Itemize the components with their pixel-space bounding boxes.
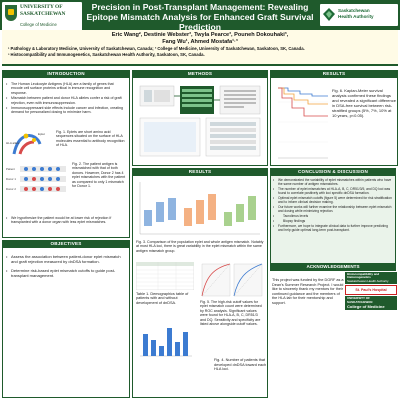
affiliation-line1: ¹ Pathology & Laboratory Medicine, Unive… <box>8 46 305 51</box>
fig1-label-hla: HLA allele <box>6 141 20 145</box>
results-right-header: RESULTS <box>270 70 398 78</box>
acknowledgement-logos: Histocompatibility and Immunogenetics Sa… <box>345 272 397 310</box>
fig2-eplet-comparison <box>6 164 68 194</box>
fig2-row-donor2 <box>20 186 66 192</box>
methods-flowchart <box>136 82 264 162</box>
conclusion-sub-bullet: Biopsy findings <box>273 219 393 223</box>
usask-shield-icon <box>5 5 17 21</box>
table1-caption: Table 1. Demographics table of patients … <box>136 292 189 305</box>
poster-title: Precision in Post-Transplant Management:… <box>86 2 314 32</box>
st-pauls-logo: St. Paul's Hospital <box>345 285 397 295</box>
fig4-caption: Fig. 4. Number of patients that develope… <box>214 358 267 372</box>
fig2-label-donor2: Donor 2 <box>6 187 16 191</box>
objective-bullet: Assess the association between patient-d… <box>6 254 126 264</box>
sha-logo-line1: Saskatchewan <box>338 8 370 13</box>
fig2-row-labels: Patient Donor 1 Donor 2 <box>6 164 16 194</box>
conclusion-bullet: Furthermore, we hope to integrate clinic… <box>273 224 393 232</box>
objective-bullet: Determine risk-based eplet mismatch cuto… <box>6 268 126 278</box>
fig2-label-patient: Patient <box>6 167 15 171</box>
conclusion-bullet: The number of eplet mismatches at HLA-A,… <box>273 187 393 195</box>
objectives-panel <box>2 240 130 398</box>
fig1-caption: Fig. 1. Eplets are short amino acid sequ… <box>56 130 125 148</box>
sha-logo-icon <box>323 8 335 21</box>
affiliation-line2: ³ Histocompatibility and Immunogenetics,… <box>8 52 205 57</box>
sha-logo-text: Saskatchewan Health Authority <box>338 8 374 20</box>
college-logo-name: College of Medicine <box>347 303 385 309</box>
fig1-hla-molecule <box>6 128 52 156</box>
author-line1: Eric Wang², Destinie Webster³, Twyla Pea… <box>111 32 289 38</box>
objectives-bullets: Assess the association between patient-d… <box>6 254 126 279</box>
fig2-row-donor1 <box>20 176 66 182</box>
fig2-label-donor1: Donor 1 <box>6 177 16 181</box>
introduction-header: INTRODUCTION <box>2 70 130 78</box>
conclusion-bullet: Our future works will further examine th… <box>273 205 393 213</box>
acknowledgements-text: This project was funded by the DGRF as a… <box>272 278 344 305</box>
college-logo-sub: UNIVERSITY OF SASKATCHEWAN <box>347 296 373 304</box>
hypothesis-text: We hypothesize the patient would be at l… <box>6 216 126 225</box>
authors-panel: Eric Wang², Destinie Webster³, Twyla Pea… <box>2 30 398 66</box>
intro-bullet: The Human Leukocyte Antigens (HLA) are a… <box>6 82 126 95</box>
hla-lab-logo: Histocompatibility and Immunogenetics Sa… <box>345 272 397 284</box>
sha-logo: Saskatchewan Health Authority <box>320 4 398 26</box>
affiliations: ¹ Pathology & Laboratory Medicine, Unive… <box>8 46 305 58</box>
sha-logo-line2: Health Authority <box>338 14 374 19</box>
fig6-kaplan-meier <box>274 82 330 162</box>
usask-logo-line3: College of Medicine <box>20 22 57 27</box>
conclusion-sub-bullet: Tacrolimus levels <box>273 214 393 218</box>
intro-bullet: Mismatch between patient and donor HLA a… <box>6 96 126 105</box>
fig2-caption: Fig. 2. The patient antigen is mismatche… <box>72 162 126 189</box>
methods-header: METHODS <box>132 70 268 78</box>
fig3-boxplots <box>136 180 264 238</box>
fig2-row-patient <box>20 166 66 172</box>
usask-logo: UNIVERSITY OF SASKATCHEWAN College of Me… <box>2 2 82 32</box>
objectives-header: OBJECTIVES <box>2 240 130 248</box>
fig6-caption: Fig. 6. Kaplan-Meier survival analysis c… <box>332 88 396 118</box>
intro-bullets: The Human Leukocyte Antigens (HLA) are a… <box>6 82 126 116</box>
fig1-label-eplet: Eplet <box>38 132 45 136</box>
hla-lab-logo-name: Histocompatibility and Immunogenetics <box>347 272 380 280</box>
intro-bullet: Immunosuppressant side effects include c… <box>6 106 126 115</box>
fig3-caption: Fig. 3. Comparison of the population epl… <box>136 240 264 253</box>
conclusion-bullet: Optimal eplet mismatch cutoffs (figure 5… <box>273 196 393 204</box>
author-line2: Fang Wu¹, Ahmed Mostafa¹·³ <box>162 39 238 45</box>
acknowledgements-header: ACKNOWLEDGEMENTS <box>270 263 396 271</box>
fig4-bar-chart <box>136 320 194 360</box>
conclusion-bullets: We demonstrated the variability of eplet… <box>273 178 393 233</box>
author-list: Eric Wang², Destinie Webster³, Twyla Pea… <box>2 32 398 46</box>
fig5-caption: Fig. 5. The high-risk cutoff values for … <box>200 300 262 327</box>
usask-logo-line2: SASKATCHEWAN <box>20 11 66 17</box>
hypothesis: We hypothesize the patient would be at l… <box>6 216 126 226</box>
conclusion-bullet: We demonstrated the variability of eplet… <box>273 178 393 186</box>
fig5-roc <box>200 262 264 298</box>
results-mid-header: RESULTS <box>132 168 268 176</box>
hla-lab-logo-sub: Saskatchewan Health Authority <box>347 278 389 283</box>
table1 <box>136 262 194 290</box>
conclusion-header: CONCLUSION & DISCUSSION <box>270 168 396 176</box>
college-of-medicine-logo: UNIVERSITY OF SASKATCHEWAN College of Me… <box>345 296 397 310</box>
usask-logo-line1: UNIVERSITY OF <box>20 4 63 10</box>
